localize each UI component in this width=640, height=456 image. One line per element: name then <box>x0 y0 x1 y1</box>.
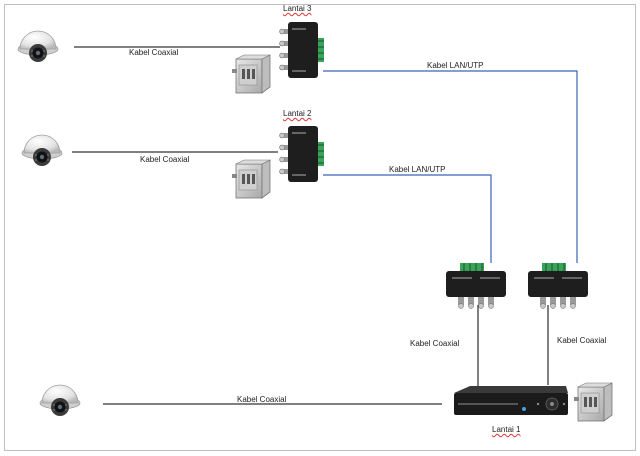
cable-label-coax-receiver-right: Kabel Coaxial <box>557 336 607 345</box>
page-frame <box>4 4 636 451</box>
cable-label-lan-floor3: Kabel LAN/UTP <box>427 61 484 70</box>
lan-cable-floor2 <box>323 174 492 263</box>
cctv-camera-floor1 <box>39 384 81 417</box>
cable-label-coax-floor2: Kabel Coaxial <box>140 155 190 164</box>
video-balun-receiver-right <box>527 262 589 309</box>
power-box-floor2 <box>231 159 271 199</box>
power-box-floor1 <box>573 382 613 422</box>
video-balun-floor3 <box>279 21 325 79</box>
floor-label-3: Lantai 3 <box>283 4 312 13</box>
dvr-recorder <box>454 386 568 415</box>
cable-label-coax-receiver-left: Kabel Coaxial <box>410 339 460 348</box>
floor-label-2: Lantai 2 <box>283 109 312 118</box>
floor-label-1: Lantai 1 <box>492 425 521 434</box>
cctv-camera-floor2 <box>21 134 63 167</box>
cable-label-coax-floor3: Kabel Coaxial <box>129 48 179 57</box>
video-balun-receiver-left <box>445 262 507 309</box>
power-box-floor3 <box>231 54 271 94</box>
cable-label-lan-floor2: Kabel LAN/UTP <box>389 165 446 174</box>
video-balun-floor2 <box>279 125 325 183</box>
lan-cable-floor3 <box>323 70 578 263</box>
cctv-camera-floor3 <box>17 30 59 63</box>
cable-label-coax-floor1: Kabel Coaxial <box>237 395 287 404</box>
